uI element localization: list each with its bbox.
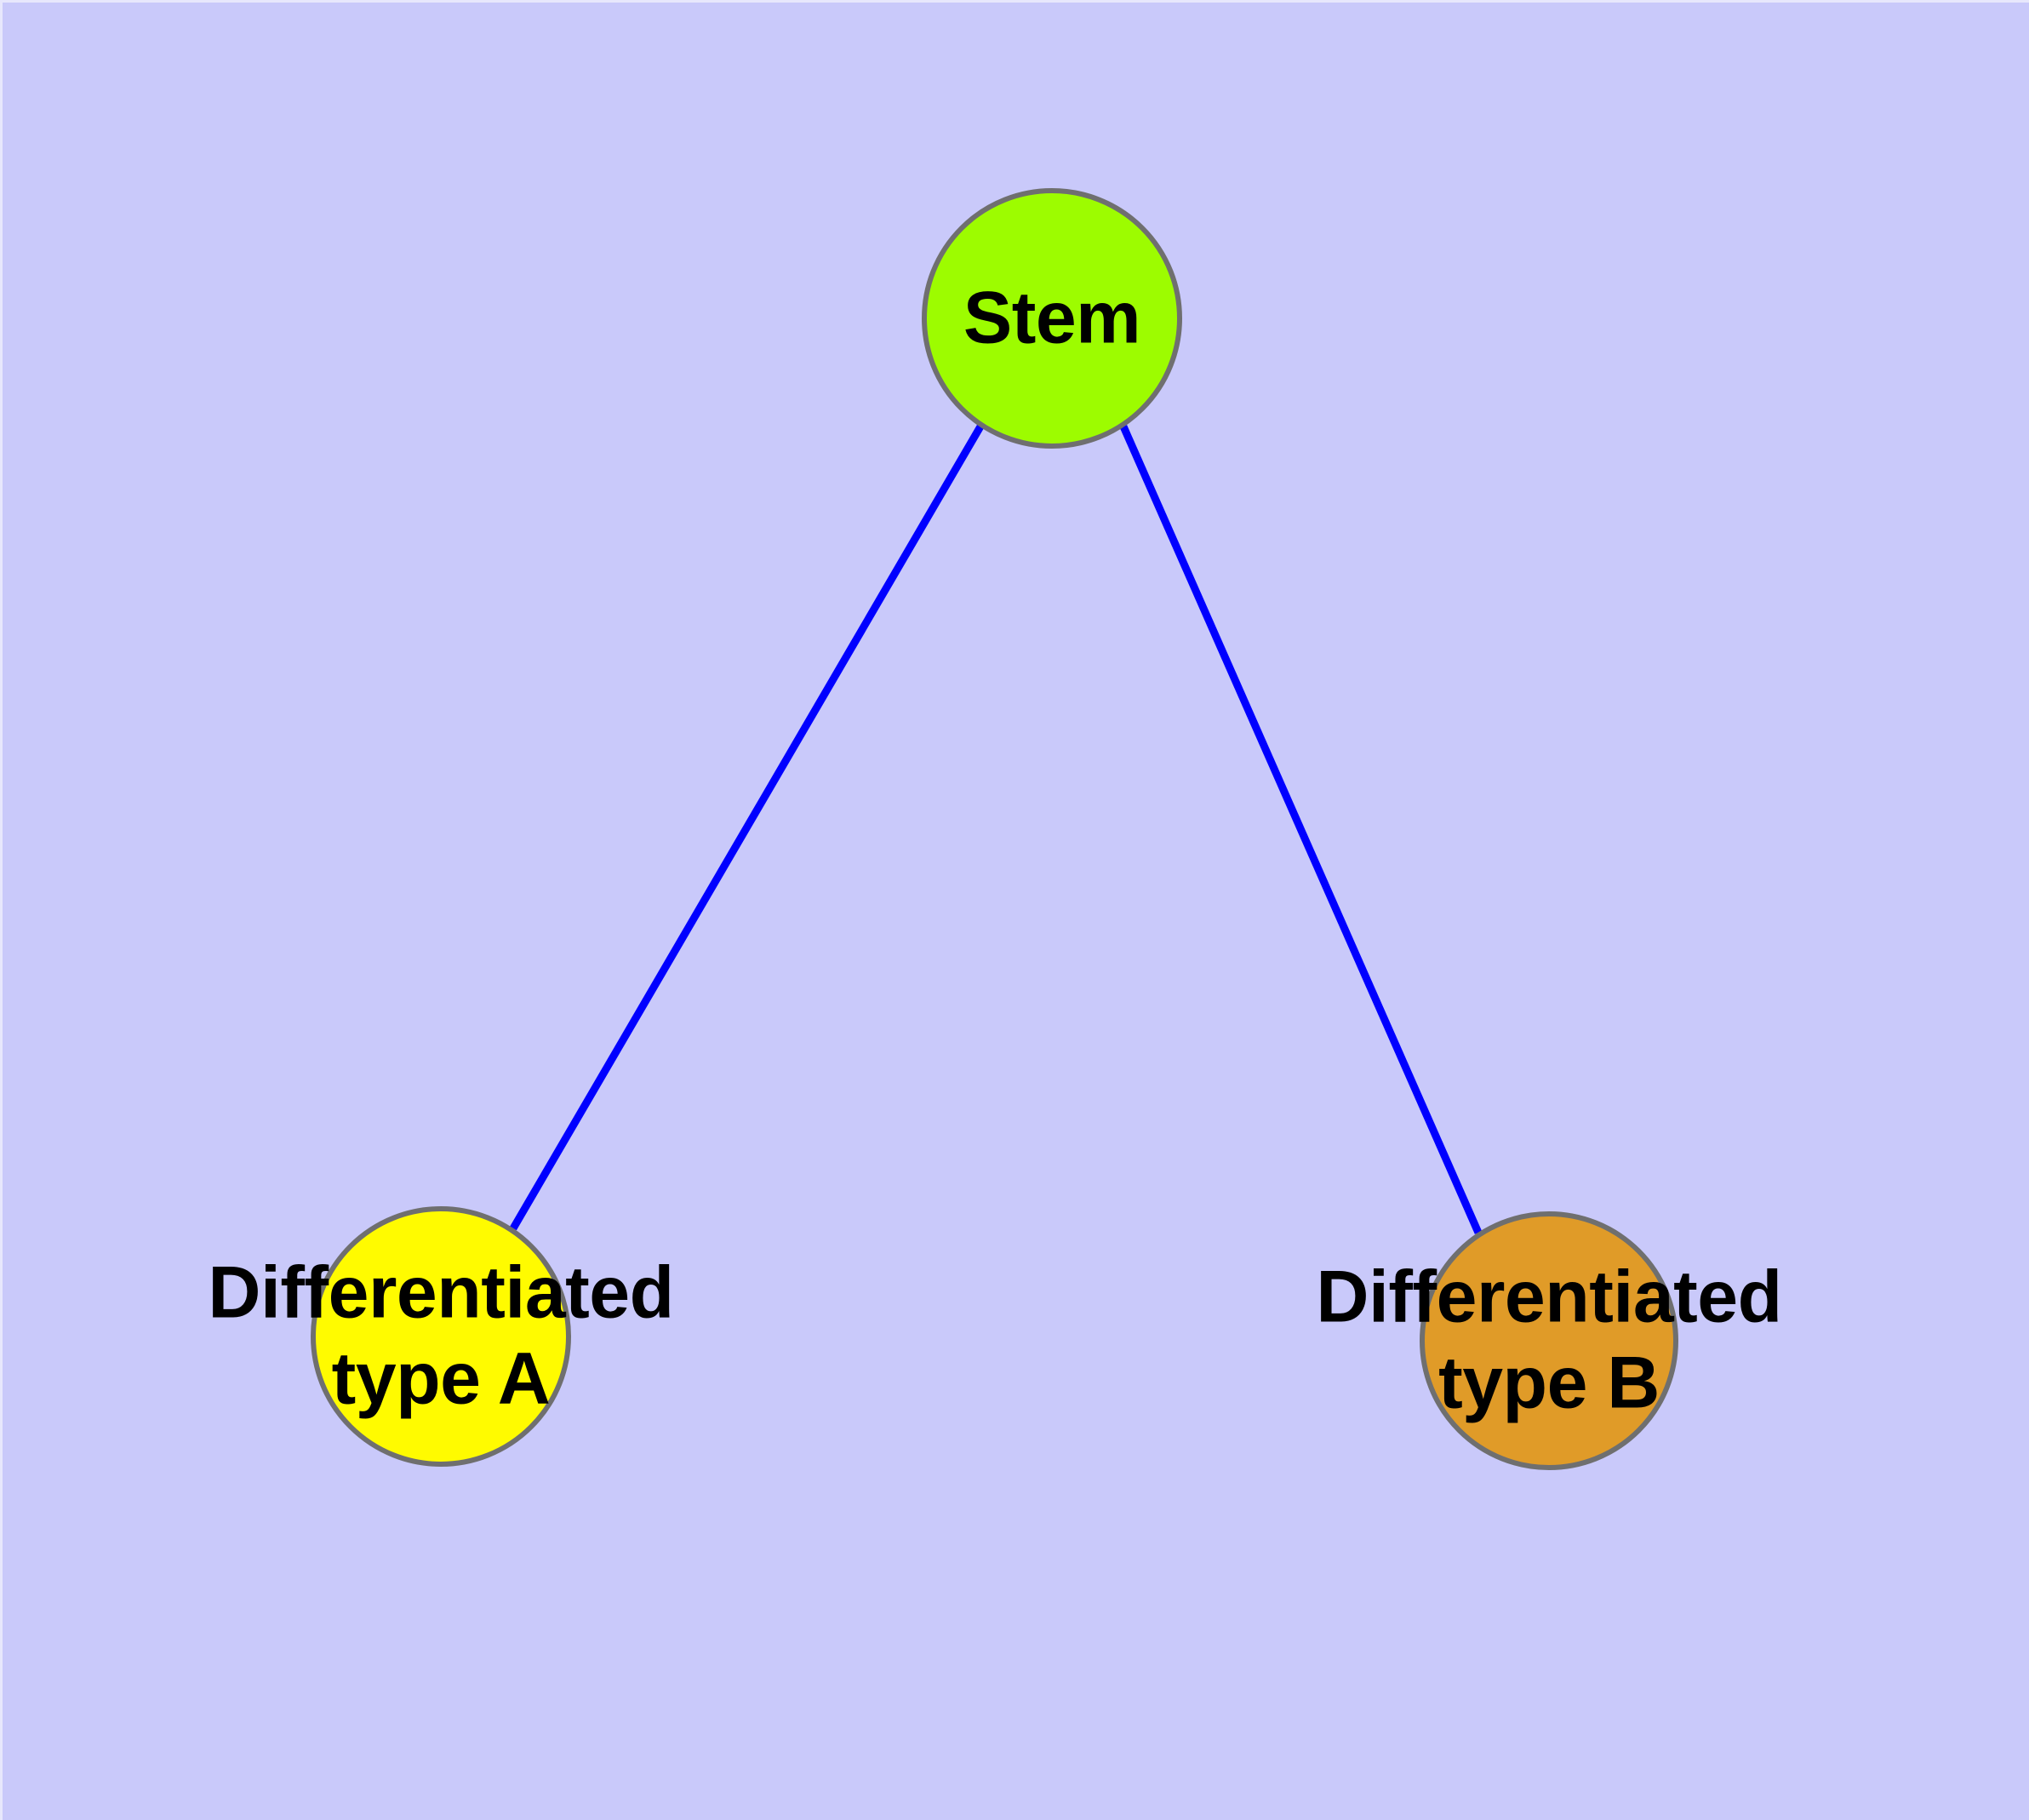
graph-edge-stem-diff_b[interactable] — [1119, 425, 1483, 1234]
node-circle-stem[interactable] — [922, 188, 1182, 449]
graph-node-stem[interactable]: Stem — [922, 188, 1182, 449]
graph-edge-stem-diff_a[interactable] — [510, 424, 984, 1231]
node-label-line: type B — [1438, 1342, 1660, 1424]
node-circle-diff_b[interactable] — [1420, 1211, 1678, 1470]
node-label-stem: Stem — [963, 275, 1141, 361]
node-label-line: Differentiated — [208, 1251, 674, 1334]
node-label-line: Differentiated — [1316, 1256, 1782, 1338]
node-label-line: type A — [331, 1338, 551, 1420]
node-label-line: Stem — [963, 277, 1141, 359]
node-circle-diff_a[interactable] — [311, 1206, 571, 1467]
